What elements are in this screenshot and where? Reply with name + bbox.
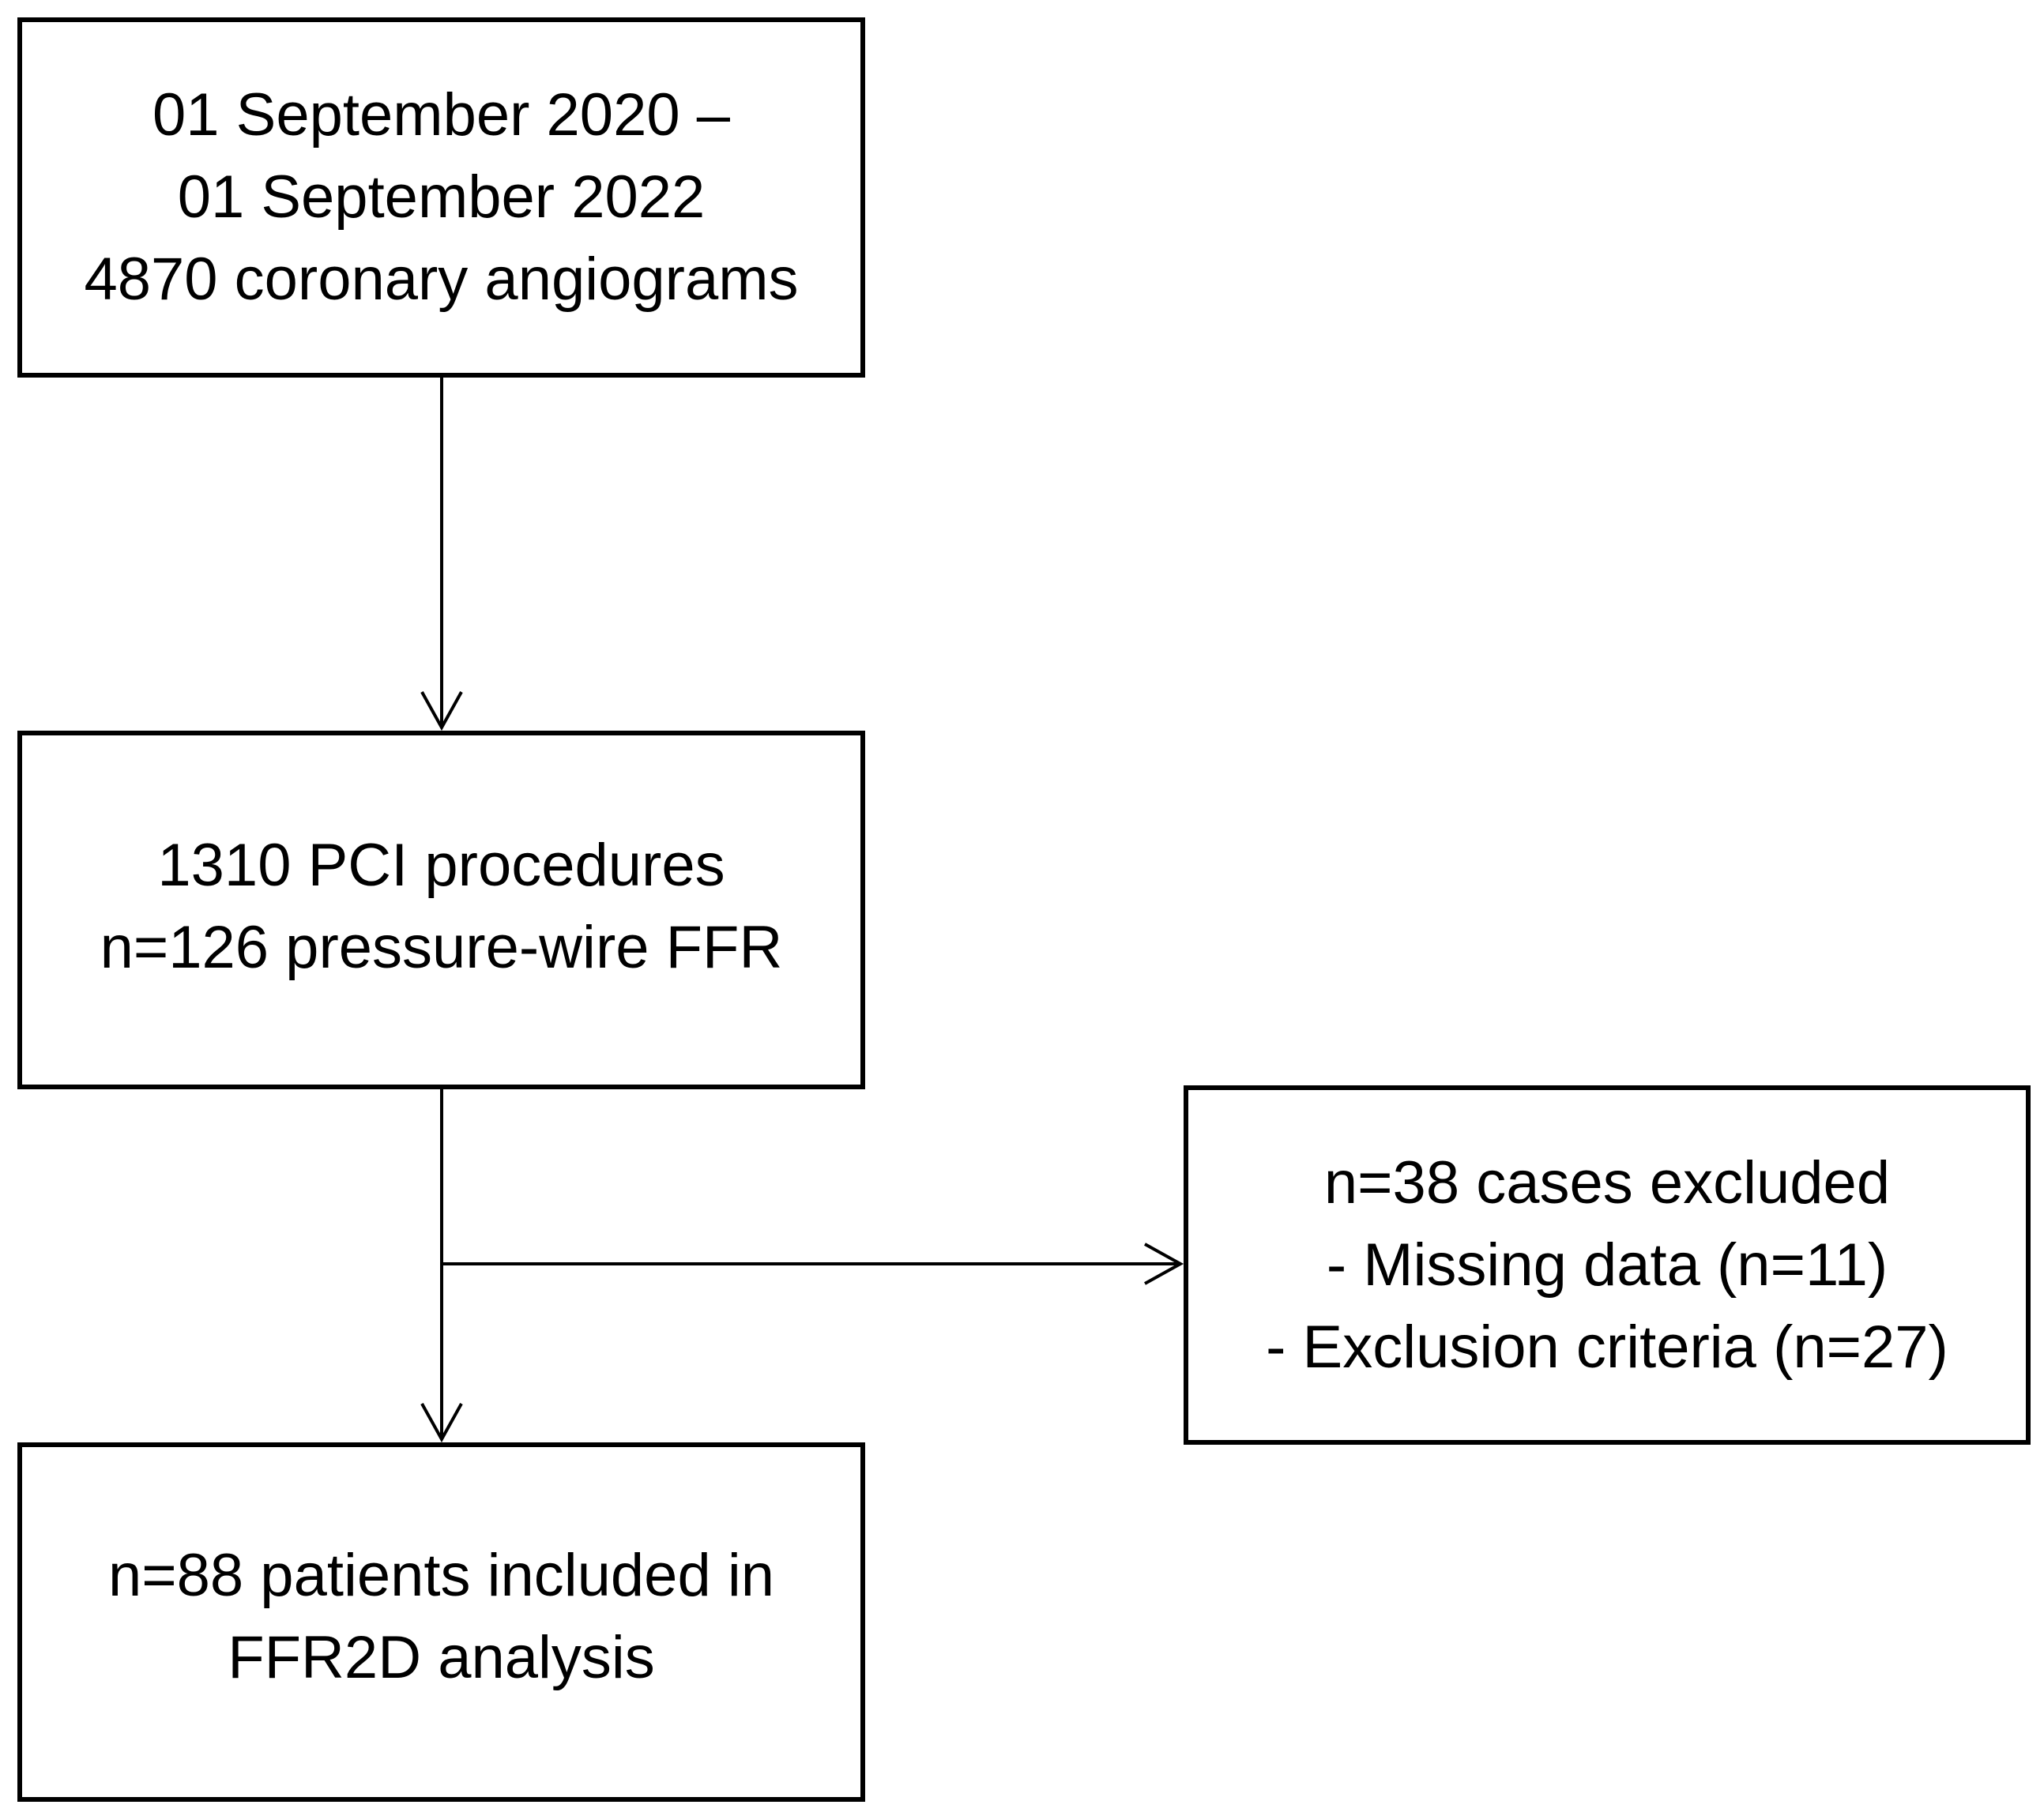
included-box-line: n=88 patients included in — [108, 1541, 774, 1609]
start-box-line: 4870 coronary angiograms — [84, 246, 799, 313]
arrowhead-excluded — [1144, 1243, 1184, 1285]
included-box: n=88 patients included in FFR2D analysis — [17, 1442, 865, 1802]
excluded-box-line: n=38 cases excluded — [1323, 1149, 1891, 1216]
pci-box-line: 1310 PCI procedures — [157, 832, 725, 899]
arrowhead-pci — [420, 691, 463, 731]
excluded-box-line: - Missing data (n=11) — [1326, 1231, 1888, 1299]
arrowhead-included — [420, 1403, 463, 1443]
pci-box: 1310 PCI procedures n=126 pressure-wire … — [17, 731, 865, 1089]
start-box-line: 01 September 2020 – — [152, 81, 730, 149]
excluded-box-line: - Exclusion criteria (n=27) — [1266, 1313, 1948, 1381]
start-box: 01 September 2020 – 01 September 2022 48… — [17, 17, 865, 378]
pci-box-line: n=126 pressure-wire FFR — [100, 914, 783, 981]
included-box-line: FFR2D analysis — [228, 1623, 655, 1691]
start-box-line: 01 September 2022 — [177, 164, 706, 231]
excluded-box: n=38 cases excluded - Missing data (n=11… — [1184, 1085, 2031, 1445]
